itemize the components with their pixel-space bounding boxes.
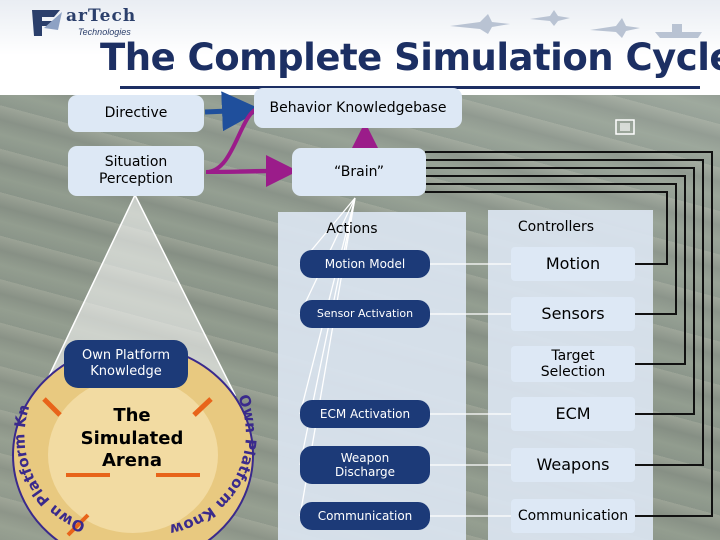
logo-subtitle: Technologies [78, 27, 131, 37]
page-title: The Complete Simulation Cycle [100, 36, 720, 79]
controller-weapons: Weapons [511, 448, 635, 482]
controller-sensors: Sensors [511, 297, 635, 331]
action-communication: Communication [300, 502, 430, 530]
logo: arTech Technologies [30, 6, 150, 44]
arena-title: The Simulated Arena [80, 405, 184, 471]
own-platform-knowledge-box: Own Platform Knowledge [64, 340, 188, 388]
directive-kb-arrow [204, 91, 262, 132]
controller-communication: Communication [511, 499, 635, 533]
action-motion-model: Motion Model [300, 250, 430, 278]
brain-box: “Brain” [292, 148, 426, 196]
header: arTech Technologies The Complete Simulat… [0, 0, 720, 92]
action-sensor-activation: Sensor Activation [300, 300, 430, 328]
aircraft-silhouettes-icon [450, 10, 702, 38]
simulated-arena [12, 344, 254, 540]
controllers-heading: Controllers [517, 219, 595, 235]
action-weapon-discharge: Weapon Discharge [300, 446, 430, 484]
directive-box: Directive [68, 95, 204, 132]
situation-perception-box: Situation Perception [68, 146, 204, 196]
controller-ecm: ECM [511, 397, 635, 431]
actions-heading: Actions [326, 221, 378, 237]
controller-motion: Motion [511, 247, 635, 281]
behavior-knowledgebase-box: Behavior Knowledgebase [254, 88, 462, 128]
action-ecm-activation: ECM Activation [300, 400, 430, 428]
map-marker-icon [615, 119, 635, 135]
logo-mark-icon [32, 10, 62, 36]
logo-name: arTech [66, 6, 137, 26]
title-divider [120, 86, 700, 89]
controller-target-selection: Target Selection [511, 346, 635, 382]
